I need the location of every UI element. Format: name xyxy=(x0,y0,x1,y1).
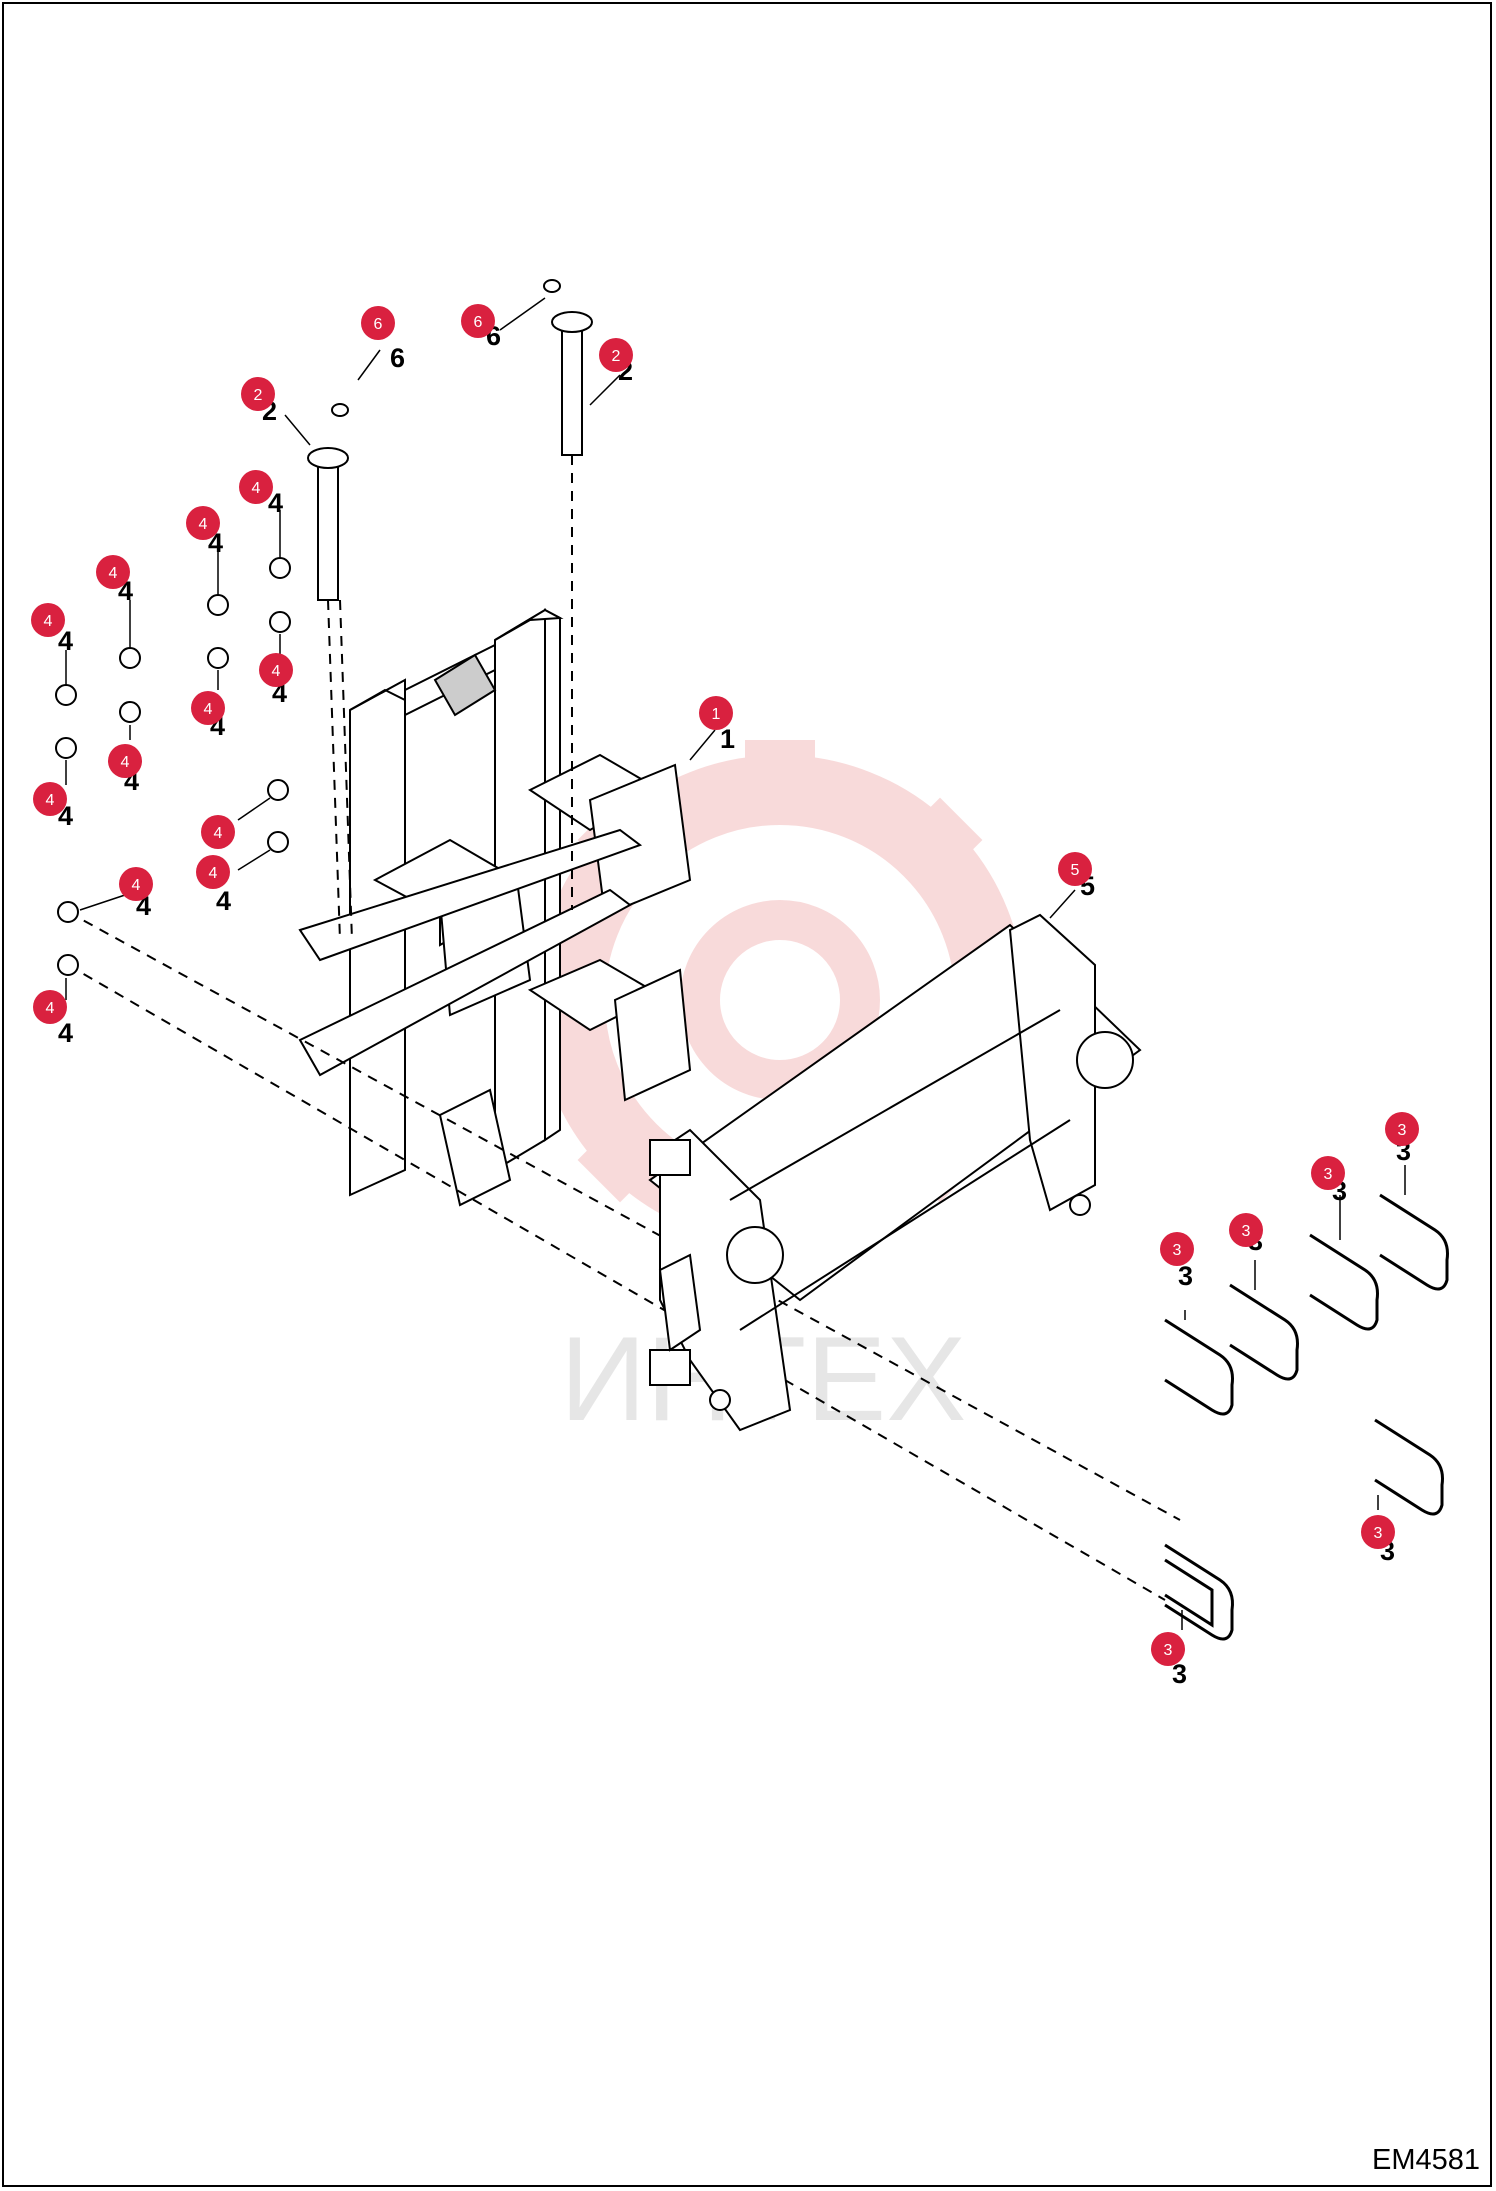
callout-label: 4 xyxy=(46,792,55,809)
svg-text:4: 4 xyxy=(216,886,231,916)
svg-text:6: 6 xyxy=(390,343,405,373)
callout-circle xyxy=(699,696,733,730)
svg-text:4: 4 xyxy=(58,1018,73,1048)
callout-circle xyxy=(461,304,495,338)
callout-circle xyxy=(1151,1632,1185,1666)
callout-label: 4 xyxy=(209,865,218,882)
callout-6: 6 xyxy=(461,304,495,338)
callout-label: 4 xyxy=(204,701,213,718)
callout-4: 4 xyxy=(33,782,67,816)
callout-circle xyxy=(1385,1112,1419,1146)
svg-text:3: 3 xyxy=(1178,1261,1193,1291)
callout-label: 6 xyxy=(374,316,383,333)
part-number-labels: 1 2 2 6 6 5 4 4 4 4 4 4 4 4 4 4 4 3 3 3 … xyxy=(58,321,1411,1689)
callout-circle xyxy=(33,990,67,1024)
callout-circle xyxy=(196,855,230,889)
callout-circle xyxy=(361,306,395,340)
callout-4: 4 xyxy=(196,855,230,889)
callout-2: 2 xyxy=(241,377,275,411)
pin-right xyxy=(543,279,593,456)
callout-label: 6 xyxy=(474,314,483,331)
callout-4: 4 xyxy=(186,506,220,540)
svg-text:3: 3 xyxy=(1172,1659,1187,1689)
callout-4: 4 xyxy=(259,653,293,687)
callout-circle xyxy=(599,338,633,372)
callout-label: 5 xyxy=(1071,862,1080,879)
callout-circle xyxy=(108,744,142,778)
callout-label: 3 xyxy=(1374,1525,1383,1542)
callout-label: 4 xyxy=(109,565,118,582)
callout-label: 3 xyxy=(1398,1122,1407,1139)
callout-3: 3 xyxy=(1151,1632,1185,1666)
callout-label: 4 xyxy=(252,480,261,497)
callout-label: 3 xyxy=(1242,1223,1251,1240)
hitch-plate xyxy=(648,913,1142,1432)
callout-label: 1 xyxy=(712,706,721,723)
drawing-code: EM4581 xyxy=(1371,2144,1480,2176)
callout-label: 3 xyxy=(1164,1642,1173,1659)
callout-3: 3 xyxy=(1311,1156,1345,1190)
callout-circle xyxy=(186,506,220,540)
callout-circle xyxy=(31,603,65,637)
callout-4: 4 xyxy=(201,815,235,849)
callout-2: 2 xyxy=(599,338,633,372)
pin-left xyxy=(307,403,349,601)
callout-5: 5 xyxy=(1058,852,1092,886)
callout-label: 4 xyxy=(44,613,53,630)
callout-label: 4 xyxy=(46,1000,55,1017)
callout-1: 1 xyxy=(699,696,733,730)
mounting-frame xyxy=(298,608,692,1207)
callout-label: 3 xyxy=(1324,1166,1333,1183)
u-bolts xyxy=(1164,1193,1449,1641)
svg-text:1: 1 xyxy=(720,724,735,754)
callout-circle xyxy=(1058,852,1092,886)
callout-circle xyxy=(1311,1156,1345,1190)
callout-4: 4 xyxy=(33,990,67,1024)
callout-circle xyxy=(1229,1213,1263,1247)
callout-label: 4 xyxy=(199,516,208,533)
callout-label: 4 xyxy=(272,663,281,680)
callout-label: 3 xyxy=(1173,1242,1182,1259)
callout-4: 4 xyxy=(108,744,142,778)
callout-leaders xyxy=(65,297,1406,1630)
callout-label: 2 xyxy=(612,348,621,365)
svg-text:4: 4 xyxy=(268,488,283,518)
callout-4: 4 xyxy=(191,691,225,725)
callout-3: 3 xyxy=(1160,1232,1194,1266)
callout-circle xyxy=(201,815,235,849)
callout-circle xyxy=(259,653,293,687)
callout-circle xyxy=(96,555,130,589)
callout-label: 4 xyxy=(121,754,130,771)
assembly-guide-lines xyxy=(67,455,1181,1601)
svg-text:4: 4 xyxy=(58,626,73,656)
callout-4: 4 xyxy=(119,867,153,901)
callout-circle xyxy=(1361,1515,1395,1549)
callout-3: 3 xyxy=(1229,1213,1263,1247)
callout-circle xyxy=(239,470,273,504)
callout-circle xyxy=(241,377,275,411)
callout-label: 4 xyxy=(132,877,141,894)
callout-circle xyxy=(191,691,225,725)
callout-label: 2 xyxy=(254,387,263,404)
nuts xyxy=(55,557,291,976)
callout-4: 4 xyxy=(31,603,65,637)
callout-circle xyxy=(119,867,153,901)
callout-4: 4 xyxy=(96,555,130,589)
callout-circle xyxy=(1160,1232,1194,1266)
callout-label: 4 xyxy=(214,825,223,842)
callout-4: 4 xyxy=(239,470,273,504)
callout-circle xyxy=(33,782,67,816)
callout-3: 3 xyxy=(1385,1112,1419,1146)
callout-3: 3 xyxy=(1361,1515,1395,1549)
callout-6: 6 xyxy=(361,306,395,340)
